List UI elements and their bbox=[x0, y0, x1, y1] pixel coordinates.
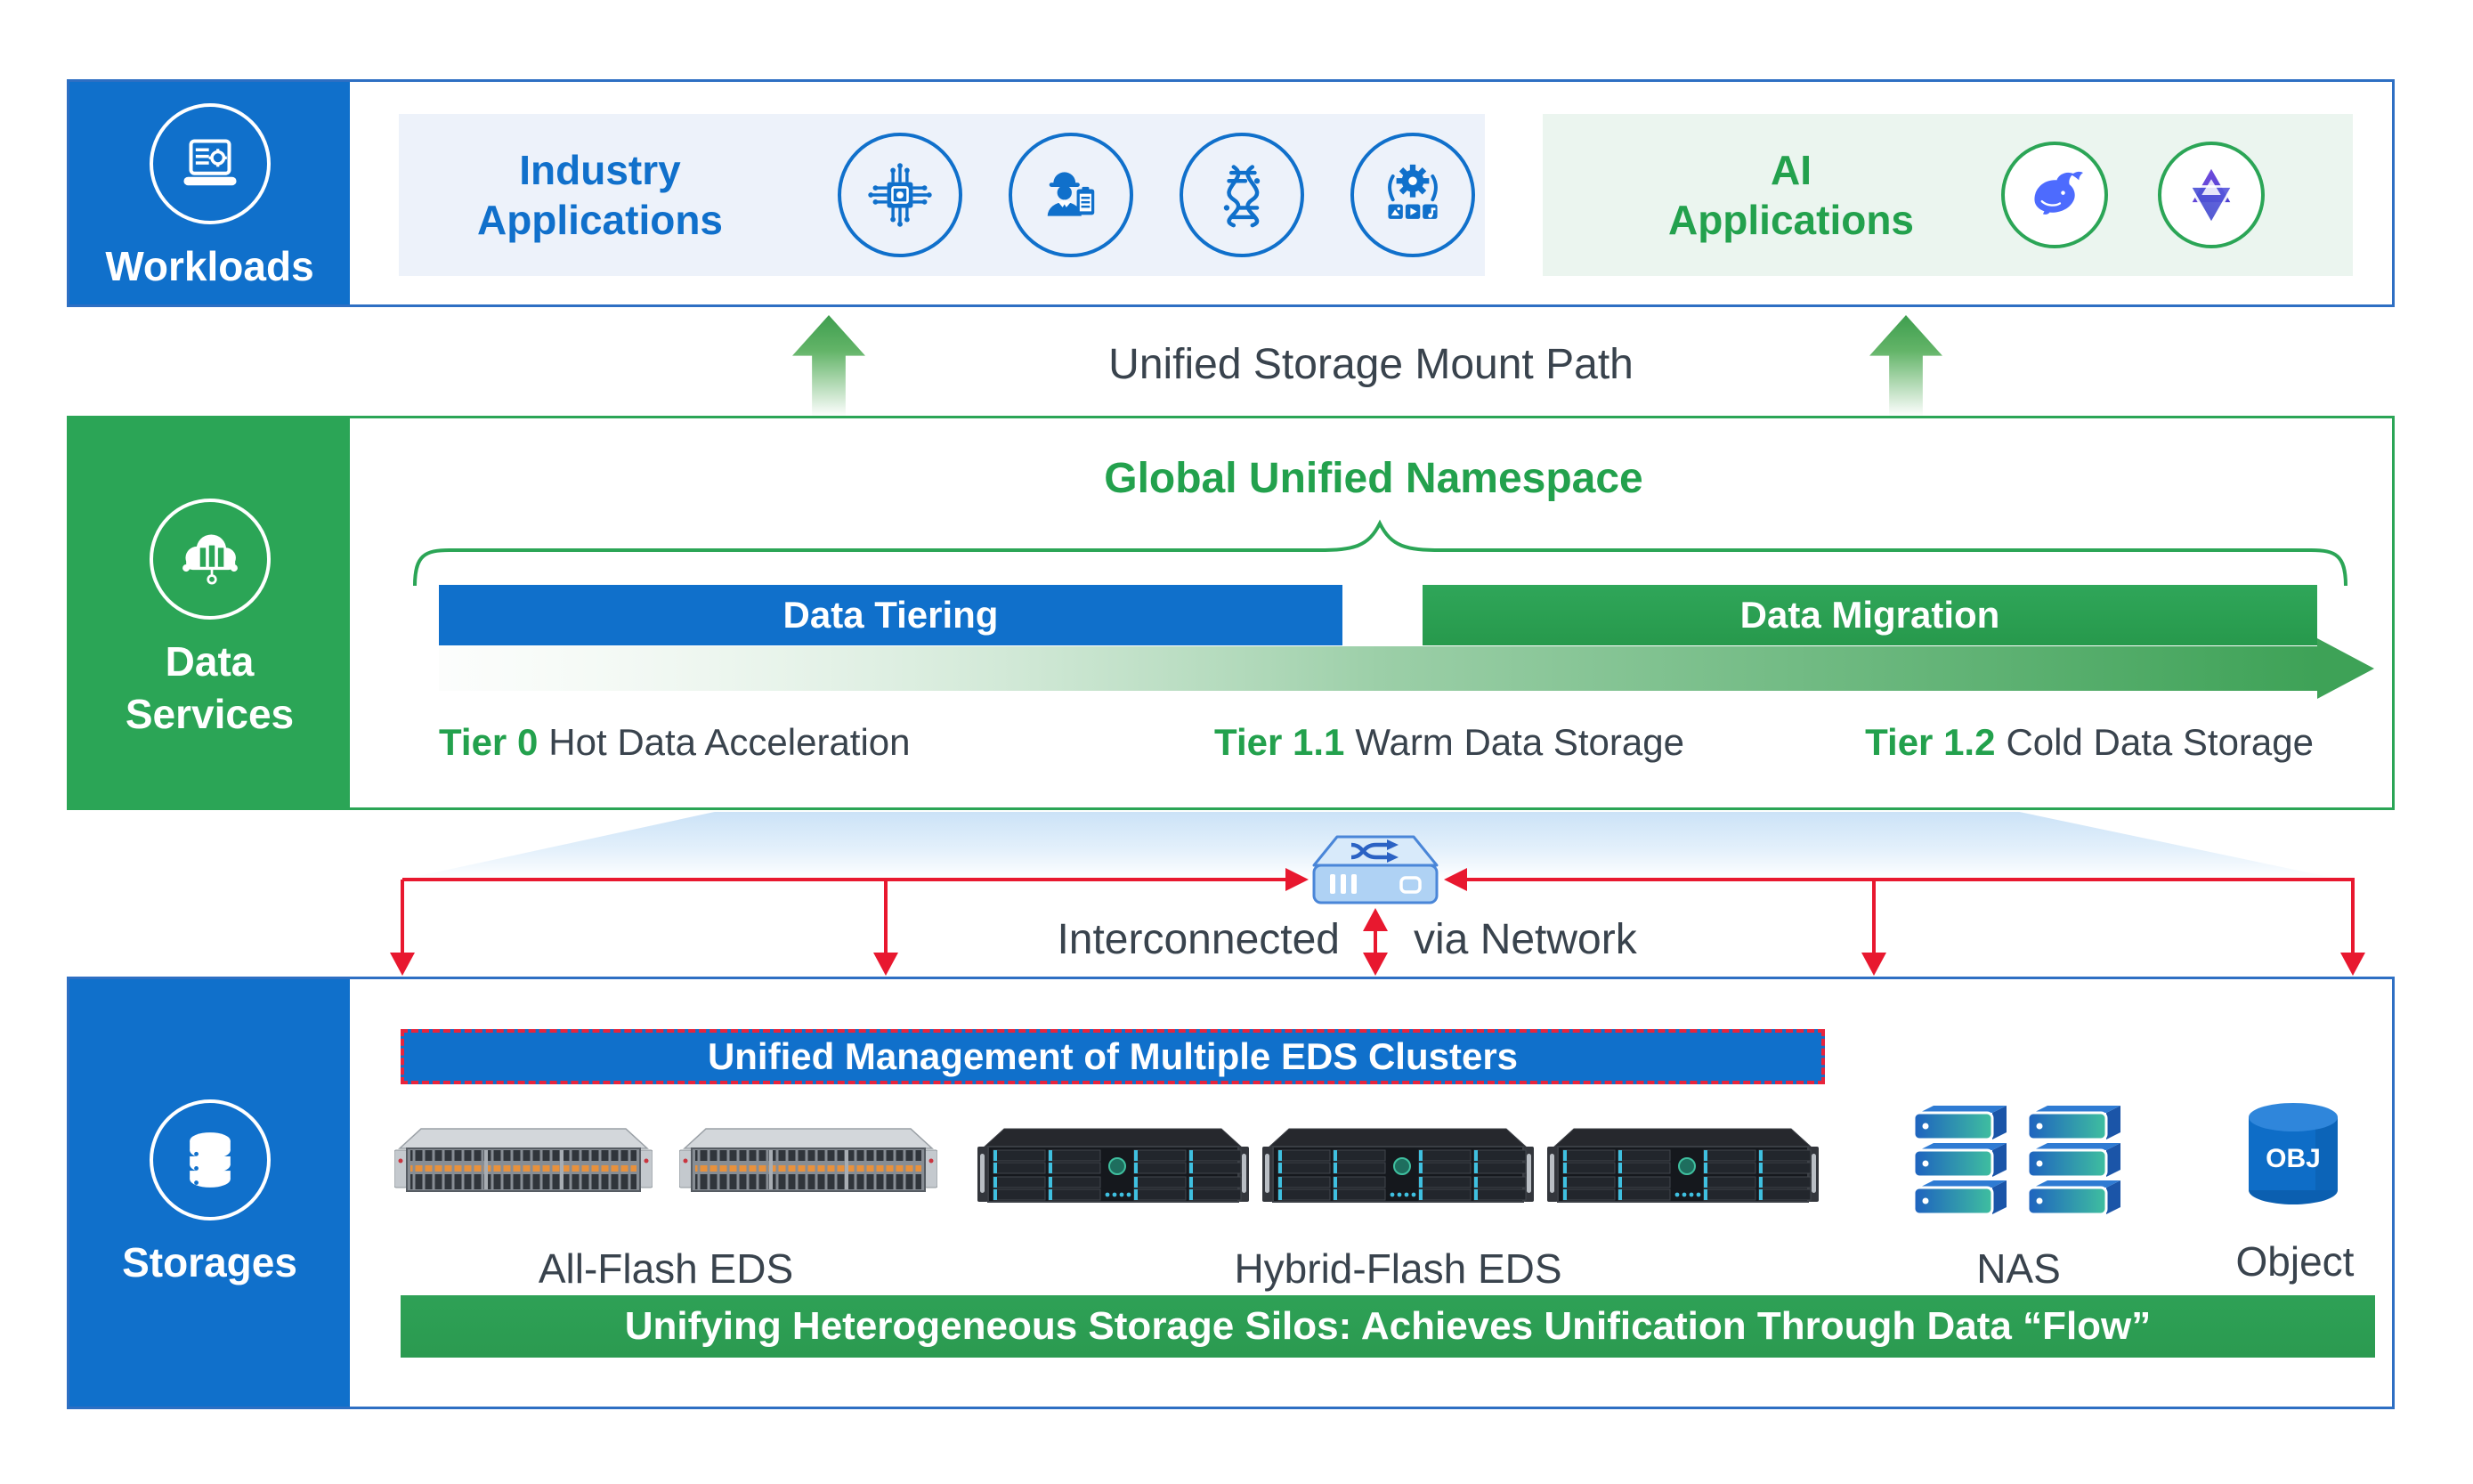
nas-icon bbox=[2026, 1104, 2122, 1216]
tier-0-desc: Hot Data Acceleration bbox=[548, 721, 911, 763]
unified-management-label: Unified Management of Multiple EDS Clust… bbox=[707, 1035, 1519, 1077]
tier-1-2-desc: Cold Data Storage bbox=[2006, 721, 2314, 763]
object-label: Object bbox=[2235, 1238, 2355, 1285]
interconnected-label: Interconnected bbox=[1057, 916, 1340, 963]
tier-0-name: Tier 0 bbox=[439, 721, 539, 763]
engineer-icon bbox=[1009, 133, 1133, 257]
data-services-label: Data Services bbox=[125, 638, 295, 737]
tier-1-1-desc: Warm Data Storage bbox=[1355, 721, 1684, 763]
unified-management-banner: Unified Management of Multiple EDS Clust… bbox=[401, 1029, 1825, 1084]
all-flash-eds-label: All-Flash EDS bbox=[538, 1245, 794, 1292]
data-migration-bar: Data Migration bbox=[1423, 585, 2317, 645]
double-arrow-up bbox=[1363, 908, 1388, 931]
dna-icon bbox=[1180, 133, 1304, 257]
network-switch-icon bbox=[1312, 835, 1439, 904]
data-migration-label: Data Migration bbox=[1739, 594, 2000, 636]
storages-label: Storages bbox=[122, 1239, 297, 1285]
unifying-banner-label: Unifying Heterogeneous Storage Silos: Ac… bbox=[624, 1304, 2152, 1348]
data-services-section: Data Services Global Unified Namespace D… bbox=[67, 416, 2395, 810]
workloads-section: Workloads Industry Applications bbox=[67, 79, 2395, 307]
red-line-right bbox=[1467, 878, 2355, 881]
mount-path-label: Unified Storage Mount Path bbox=[1108, 341, 1634, 388]
via-network-label: via Network bbox=[1414, 916, 1637, 963]
hybrid-flash-server-icon bbox=[977, 1128, 1249, 1203]
svg-text:OBJ: OBJ bbox=[2266, 1144, 2321, 1173]
nas-icon bbox=[1912, 1106, 2008, 1216]
cloud-storage-icon bbox=[149, 499, 271, 620]
all-flash-server-icon bbox=[679, 1128, 937, 1192]
hybrid-flash-eds-label: Hybrid-Flash EDS bbox=[1234, 1245, 1562, 1292]
drop-line-4 bbox=[2351, 880, 2355, 954]
arrowhead-into-switch-left bbox=[1285, 868, 1309, 891]
database-icon bbox=[149, 1099, 271, 1220]
tier-1-2-name: Tier 1.2 bbox=[1865, 721, 1996, 763]
workloads-sidebar: Workloads bbox=[69, 82, 350, 304]
red-line-left bbox=[402, 878, 1285, 881]
laptop-icon bbox=[149, 103, 271, 224]
data-tiering-bar: Data Tiering bbox=[439, 585, 1342, 645]
drop-line-3 bbox=[1872, 880, 1876, 954]
hybrid-flash-server-icon bbox=[1262, 1128, 1534, 1203]
hybrid-flash-server-icon bbox=[1547, 1128, 1819, 1203]
drop-arrow-4 bbox=[2340, 953, 2365, 976]
nas-label: NAS bbox=[1976, 1245, 2061, 1292]
media-gear-icon bbox=[1350, 133, 1475, 257]
drop-arrow-2 bbox=[873, 953, 898, 976]
drop-line-2 bbox=[884, 880, 888, 954]
double-arrow-line bbox=[1374, 929, 1377, 954]
industry-applications-title: Industry Applications bbox=[476, 146, 724, 243]
namespace-brace bbox=[413, 519, 2347, 587]
drop-arrow-1 bbox=[390, 953, 415, 976]
all-flash-server-icon bbox=[394, 1128, 653, 1192]
deepseek-whale-icon bbox=[2001, 142, 2108, 248]
object-storage-icon: OBJ bbox=[2249, 1103, 2338, 1204]
unifying-banner: Unifying Heterogeneous Storage Silos: Ac… bbox=[401, 1295, 2375, 1358]
workloads-label: Workloads bbox=[105, 243, 314, 289]
drop-line-1 bbox=[401, 880, 404, 954]
tier-1-1-name: Tier 1.1 bbox=[1214, 721, 1345, 763]
ai-applications-panel: AI Applications bbox=[1543, 114, 2353, 276]
industry-applications-panel: Industry Applications bbox=[399, 114, 1485, 276]
data-tiering-label: Data Tiering bbox=[782, 594, 999, 636]
ai-applications-title: AI Applications bbox=[1667, 146, 1915, 243]
global-unified-namespace-title: Global Unified Namespace bbox=[1104, 455, 1643, 502]
double-arrow-down bbox=[1363, 953, 1388, 976]
ai-hexagram-icon bbox=[2158, 142, 2265, 248]
storages-sidebar: Storages bbox=[69, 979, 350, 1407]
storages-section: Storages Unified Management of Multiple … bbox=[67, 977, 2395, 1409]
tier-gradient-arrow bbox=[439, 638, 2374, 699]
cpu-chip-icon bbox=[838, 133, 962, 257]
data-services-sidebar: Data Services bbox=[69, 418, 350, 807]
arrowhead-into-switch-right bbox=[1444, 868, 1467, 891]
drop-arrow-3 bbox=[1861, 953, 1886, 976]
